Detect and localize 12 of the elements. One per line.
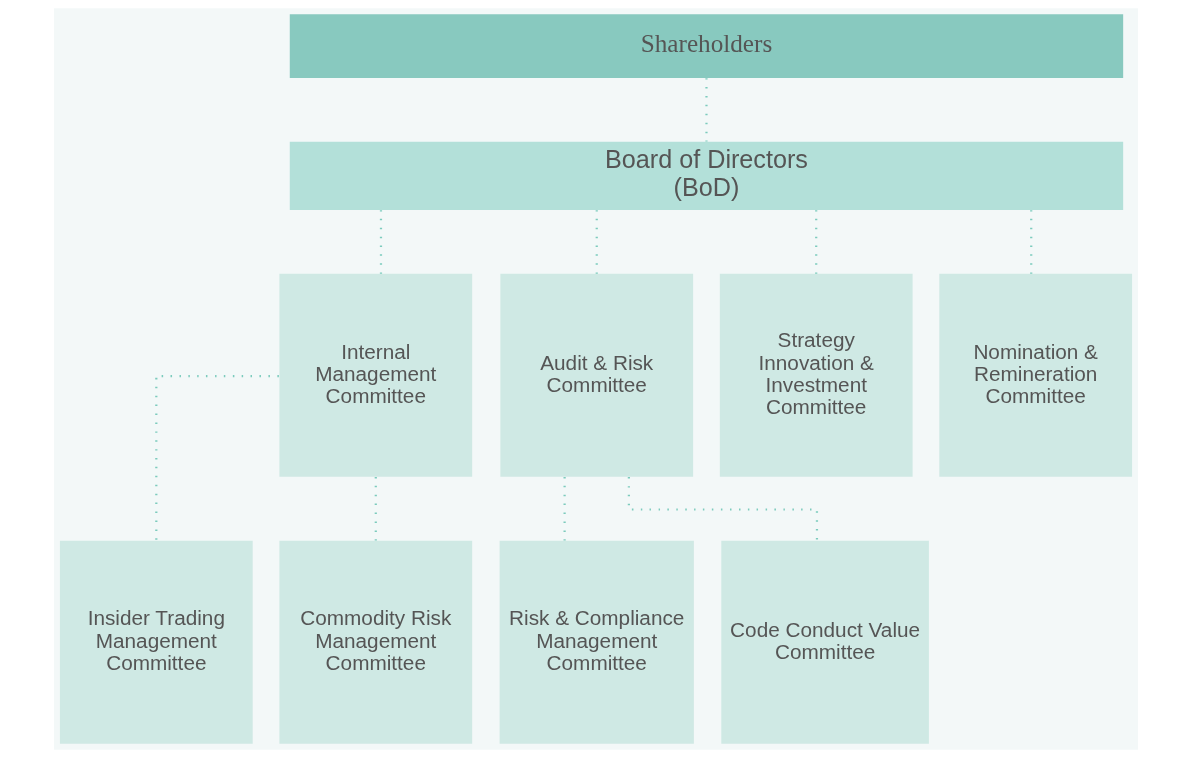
node-box: Board of Directors (BoD) <box>289 141 1124 210</box>
connector <box>155 374 279 541</box>
node-box: Risk & Compliance Management Committee <box>499 540 694 744</box>
node-box: Code Conduct Value Committee <box>721 540 929 744</box>
node-box: Shareholders <box>289 14 1124 78</box>
node-box: Audit & Risk Committee <box>500 273 694 477</box>
node-box: Nomination & Remineration Committee <box>939 273 1133 477</box>
node-box: Commodity Risk Management Committee <box>279 540 473 744</box>
node-box: Internal Management Committee <box>279 273 473 477</box>
node-box: Strategy Innovation & Investment Committee <box>719 273 913 477</box>
connector <box>627 477 819 541</box>
node-box: Insider Trading Management Committee <box>59 540 253 744</box>
